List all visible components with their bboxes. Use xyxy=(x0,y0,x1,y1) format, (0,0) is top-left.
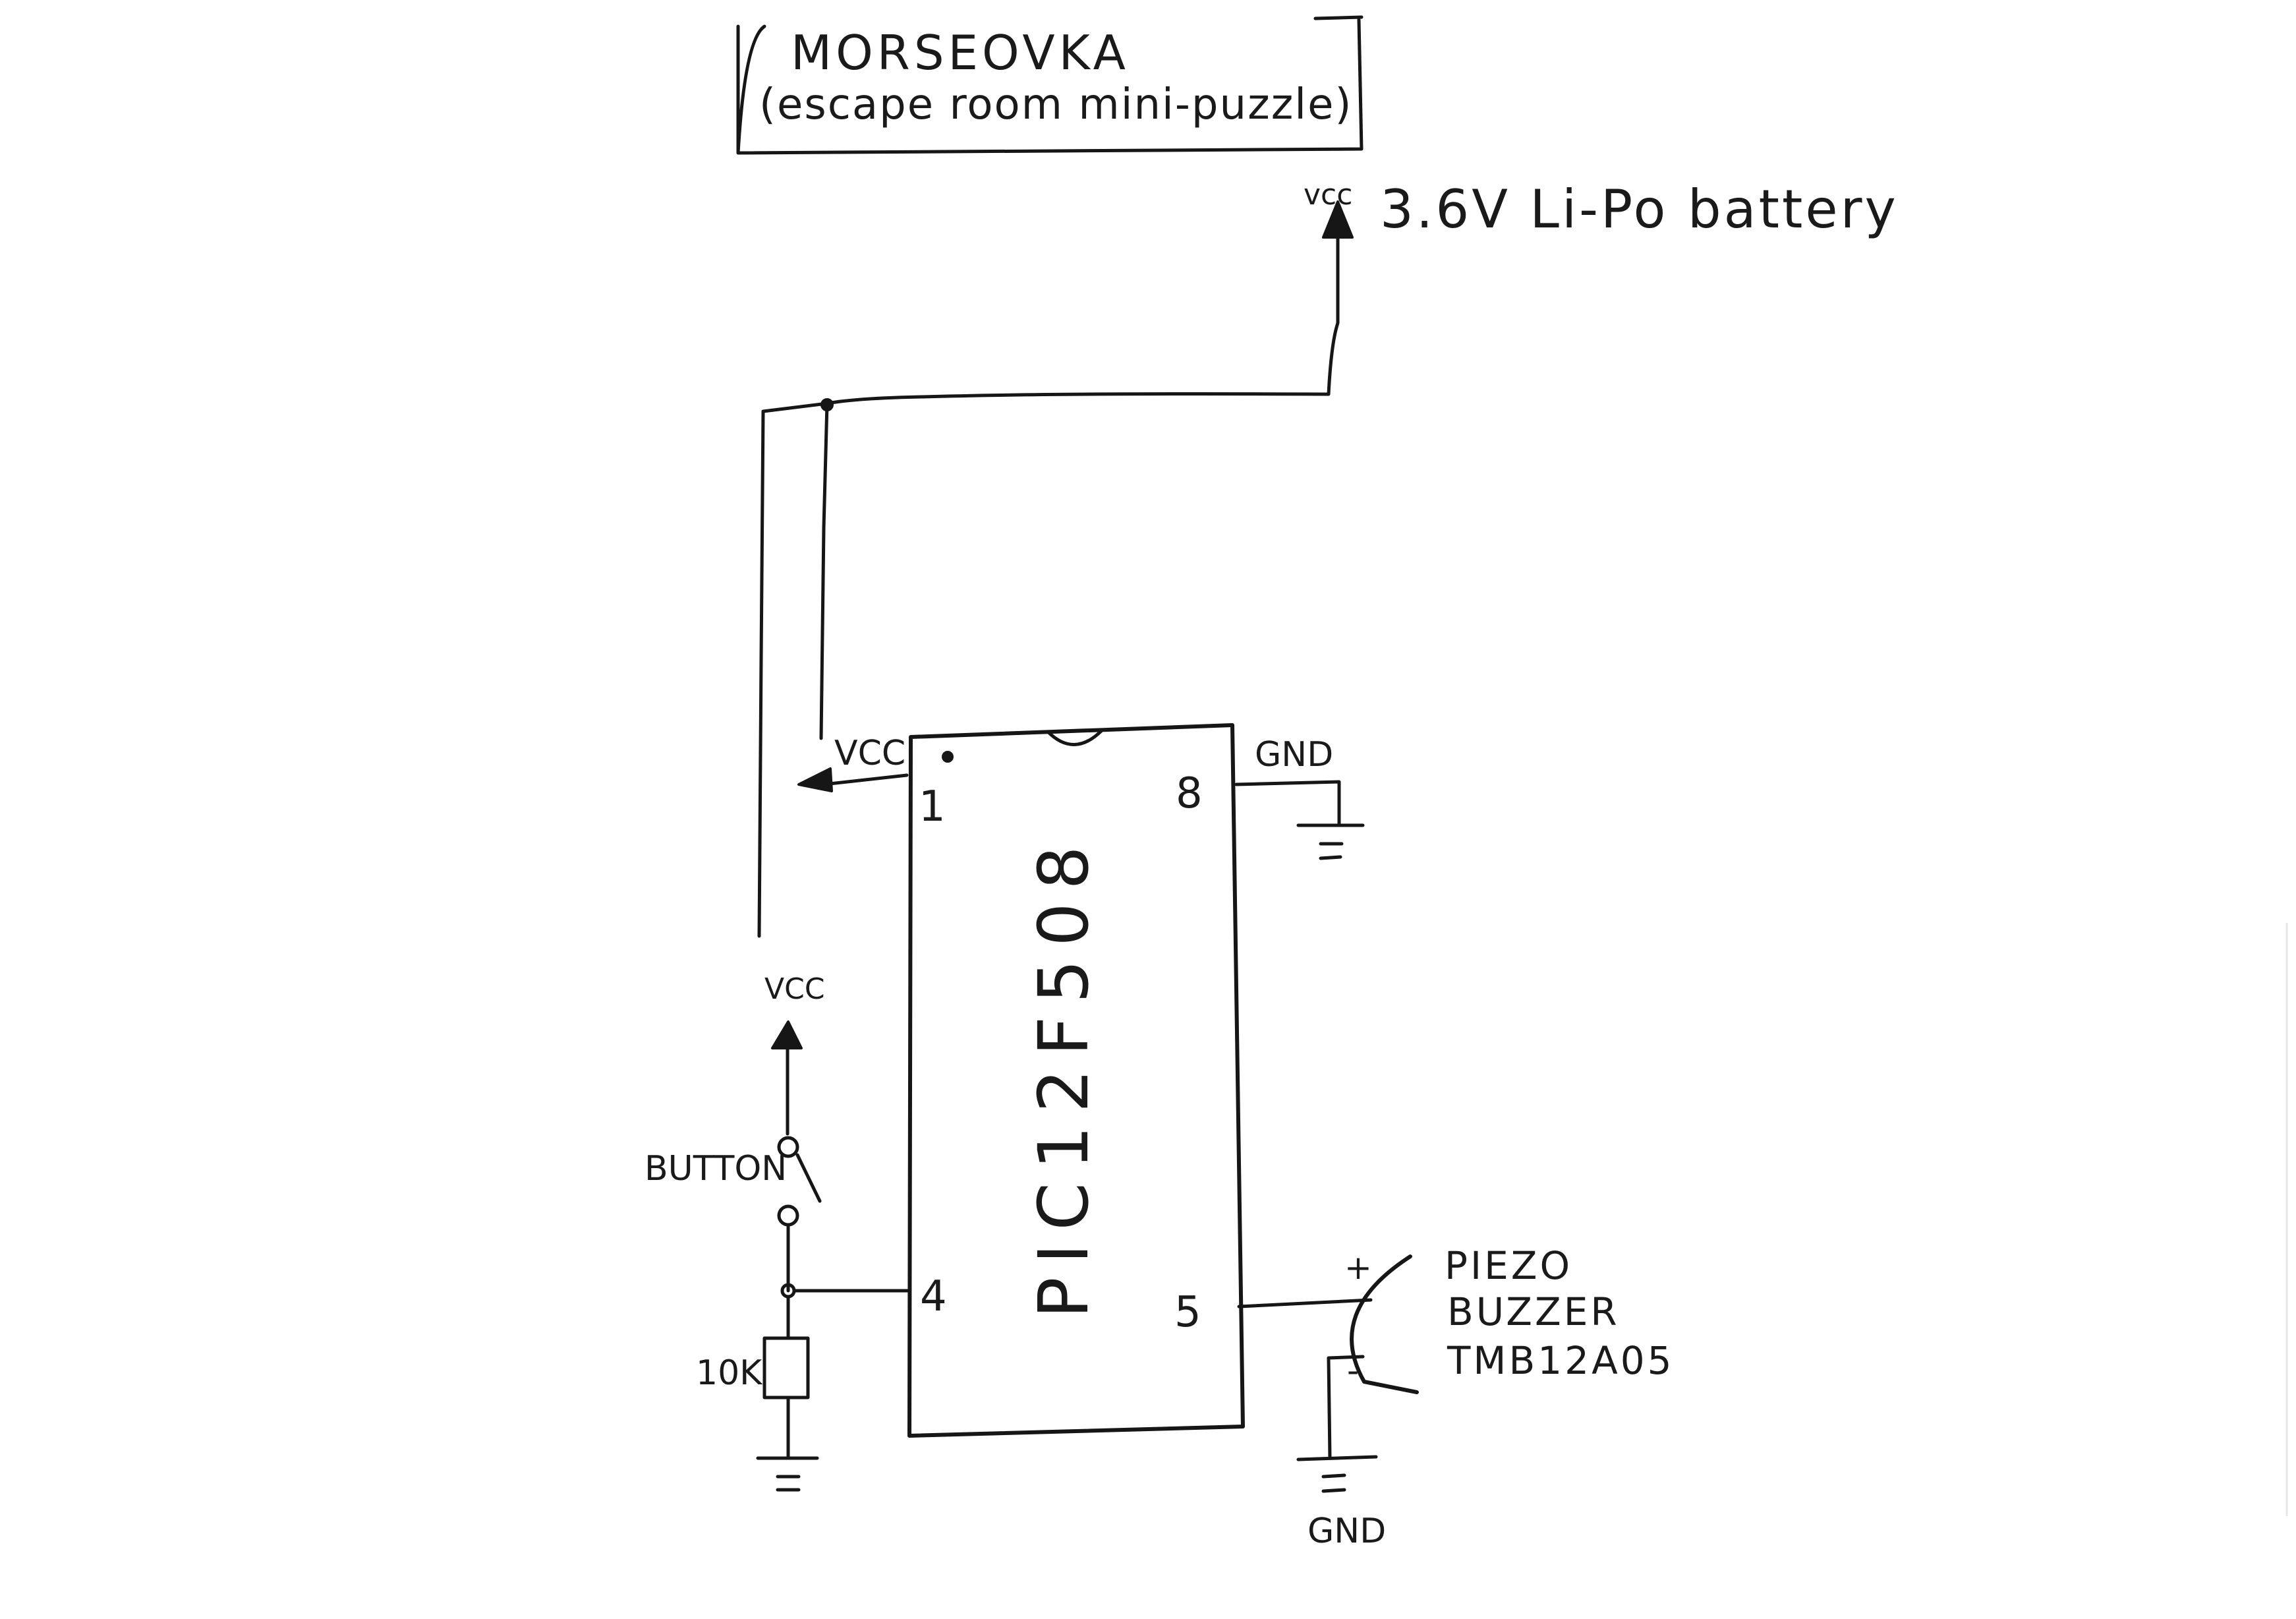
piezo-label-line-3: TMB12A05 xyxy=(1447,1338,1675,1383)
chip-name: PIC12F508 xyxy=(1023,833,1104,1318)
pic-chip: PIC12F508 1 8 4 5 xyxy=(907,723,1245,1438)
button-label: BUTTON xyxy=(645,1149,787,1189)
pin5-wire xyxy=(1237,1298,1373,1309)
junction-to-left-wire xyxy=(757,401,829,938)
pin1-wire xyxy=(822,773,909,786)
battery-wire xyxy=(825,235,1340,405)
piezo-neg-wire xyxy=(1327,1355,1365,1460)
piezo-gnd-label: GND xyxy=(1307,1512,1386,1551)
chip-pin1-dot xyxy=(942,751,954,763)
gnd-symbol-resistor xyxy=(756,1456,819,1492)
button-circuit: VCC BUTTON 10K xyxy=(645,972,910,1492)
vcc-junction-dot xyxy=(820,398,834,411)
pin-number-1: 1 xyxy=(919,782,946,831)
pin-number-4: 4 xyxy=(920,1272,947,1321)
pin8-wire xyxy=(1234,780,1341,826)
title-line-2: (escape room mini-puzzle) xyxy=(759,80,1352,129)
title-box xyxy=(736,15,1363,155)
piezo-body xyxy=(1350,1254,1419,1394)
pin1-vcc-label: VCC xyxy=(834,734,905,773)
battery-label: 3.6V Li-Po battery xyxy=(1380,179,1899,240)
button-lever xyxy=(795,1153,822,1203)
battery-vcc-label: vcc xyxy=(1304,178,1352,212)
resistor-label: 10K xyxy=(696,1353,763,1393)
title-block: MORSEOVKA (escape room mini-puzzle) xyxy=(736,15,1363,155)
gnd-symbol-pin8 xyxy=(1296,823,1365,860)
piezo-label-line-1: PIEZO xyxy=(1445,1243,1572,1288)
gnd-pin8-label: GND xyxy=(1255,735,1333,775)
piezo-label-line-2: BUZZER xyxy=(1447,1289,1620,1334)
pin1-vcc: VCC xyxy=(797,734,909,792)
vcc-arrow-button xyxy=(771,1020,803,1049)
piezo-minus-label: - xyxy=(1347,1351,1359,1390)
gnd-symbol-piezo xyxy=(1296,1455,1378,1493)
button-contact-bottom xyxy=(777,1204,799,1227)
pin-number-5: 5 xyxy=(1174,1288,1201,1337)
piezo-circuit: + - GND PIEZO BUZZER TMB12A05 xyxy=(1237,1243,1675,1551)
pin8-gnd: GND xyxy=(1234,735,1365,860)
vcc-wiring xyxy=(757,235,1340,938)
button-contact-top xyxy=(777,1136,799,1158)
pin-number-8: 8 xyxy=(1176,769,1203,818)
button-vcc-label: VCC xyxy=(764,972,825,1006)
junction-to-pin1-wire xyxy=(819,401,829,740)
chip-body xyxy=(907,723,1245,1438)
piezo-plus-label: + xyxy=(1344,1249,1372,1287)
battery-supply: vcc 3.6V Li-Po battery xyxy=(1304,178,1899,240)
chip-notch xyxy=(1046,728,1104,746)
vcc-arrow-pin1 xyxy=(797,767,833,792)
title-line-1: MORSEOVKA xyxy=(791,25,1130,80)
resistor-10k xyxy=(762,1336,810,1399)
